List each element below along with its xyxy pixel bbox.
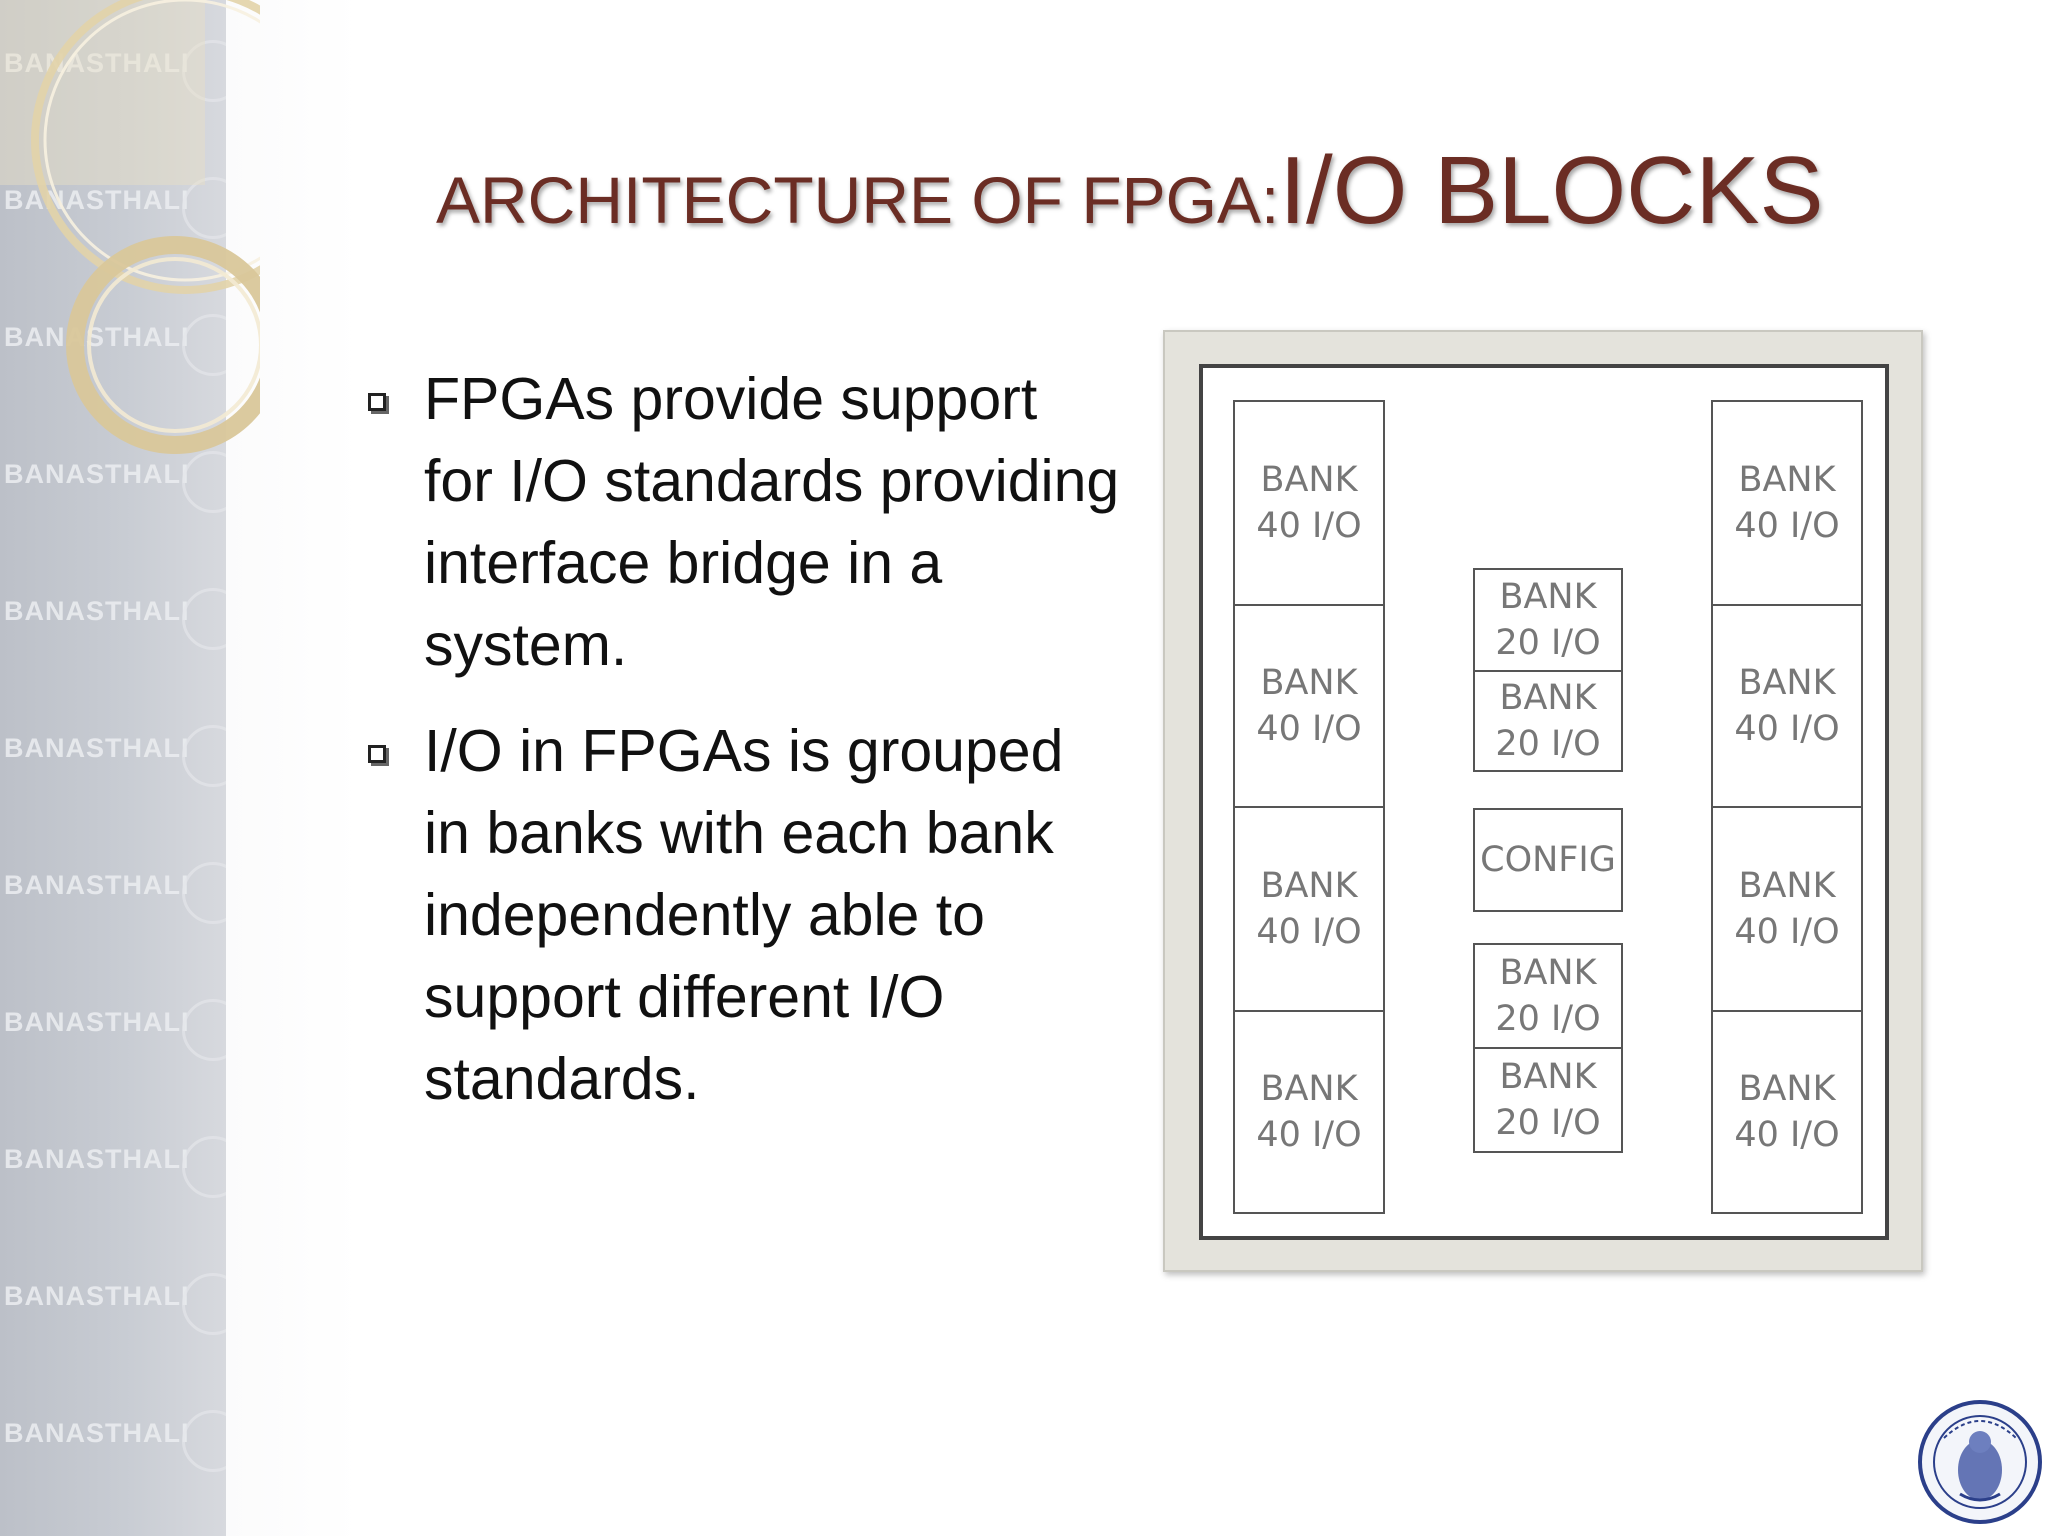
center-bank-3: BANK 20 I/O bbox=[1473, 943, 1623, 1049]
left-bank-4: BANK 40 I/O bbox=[1233, 1010, 1385, 1214]
watermark-text: BANASTHALI bbox=[4, 596, 190, 626]
bank-io-count: 20 I/O bbox=[1495, 1103, 1601, 1143]
watermark-seal-icon bbox=[182, 314, 226, 376]
watermark-row: BANASTHALI bbox=[0, 30, 226, 110]
left-bank-3: BANK 40 I/O bbox=[1233, 806, 1385, 1012]
gold-rings-decoration bbox=[0, 0, 260, 454]
bank-name: BANK bbox=[1260, 1069, 1358, 1109]
watermark-text: BANASTHALI bbox=[4, 185, 190, 215]
bank-io-count: 20 I/O bbox=[1495, 623, 1601, 663]
watermark-text: BANASTHALI bbox=[4, 1281, 190, 1311]
bullet-text: FPGAs provide support for I/O standards … bbox=[424, 366, 1120, 678]
bank-io-count: 20 I/O bbox=[1495, 999, 1601, 1039]
bank-io-count: 40 I/O bbox=[1734, 506, 1840, 546]
watermark-row: BANASTHALI bbox=[0, 1400, 226, 1480]
bullet-item: FPGAs provide support for I/O standards … bbox=[360, 358, 1120, 686]
watermark-row: BANASTHALI bbox=[0, 1263, 226, 1343]
watermark-row: BANASTHALI bbox=[0, 715, 226, 795]
bank-io-count: 40 I/O bbox=[1256, 506, 1362, 546]
watermark-seal-icon bbox=[182, 1273, 226, 1335]
bank-io-count: 40 I/O bbox=[1734, 1115, 1840, 1155]
bullet-text: I/O in FPGAs is grouped in banks with ea… bbox=[424, 718, 1064, 1112]
watermark-row: BANASTHALI bbox=[0, 1126, 226, 1206]
watermark-row: BANASTHALI bbox=[0, 441, 226, 521]
watermark-text: BANASTHALI bbox=[4, 48, 190, 78]
watermark-row: BANASTHALI bbox=[0, 578, 226, 658]
config-label: CONFIG bbox=[1480, 840, 1616, 880]
right-bank-1: BANK 40 I/O bbox=[1711, 400, 1863, 606]
watermark-text: BANASTHALI bbox=[4, 322, 190, 352]
bank-io-count: 40 I/O bbox=[1734, 709, 1840, 749]
slide-title: ARCHITECTURE OF FPGA:I/O BLOCKS bbox=[436, 136, 1996, 246]
watermark-seal-icon bbox=[182, 725, 226, 787]
title-main: I/O BLOCKS bbox=[1279, 137, 1824, 244]
watermark-seal-icon bbox=[182, 1410, 226, 1472]
center-bank-1: BANK 20 I/O bbox=[1473, 568, 1623, 672]
bank-name: BANK bbox=[1738, 866, 1836, 906]
watermark-row: BANASTHALI bbox=[0, 989, 226, 1069]
left-bank-1: BANK 40 I/O bbox=[1233, 400, 1385, 606]
watermark-seal-icon bbox=[182, 588, 226, 650]
watermark-row: BANASTHALI bbox=[0, 304, 226, 384]
bank-name: BANK bbox=[1499, 678, 1597, 718]
center-bank-4: BANK 20 I/O bbox=[1473, 1047, 1623, 1153]
bank-io-count: 40 I/O bbox=[1734, 912, 1840, 952]
watermark-text: BANASTHALI bbox=[4, 733, 190, 763]
bank-name: BANK bbox=[1499, 953, 1597, 993]
bank-name: BANK bbox=[1499, 577, 1597, 617]
bank-io-count: 40 I/O bbox=[1256, 1115, 1362, 1155]
square-bullet-icon bbox=[368, 393, 386, 411]
bank-io-count: 20 I/O bbox=[1495, 724, 1601, 764]
center-bank-2: BANK 20 I/O bbox=[1473, 670, 1623, 772]
watermark-seal-icon bbox=[182, 451, 226, 513]
bank-name: BANK bbox=[1738, 460, 1836, 500]
left-bank-2: BANK 40 I/O bbox=[1233, 604, 1385, 808]
bank-name: BANK bbox=[1499, 1057, 1597, 1097]
watermark-text: BANASTHALI bbox=[4, 870, 190, 900]
bank-name: BANK bbox=[1260, 866, 1358, 906]
right-bank-3: BANK 40 I/O bbox=[1711, 806, 1863, 1012]
right-bank-4: BANK 40 I/O bbox=[1711, 1010, 1863, 1214]
watermark-seal-icon bbox=[182, 862, 226, 924]
bank-io-count: 40 I/O bbox=[1256, 912, 1362, 952]
watermark-seal-icon bbox=[182, 999, 226, 1061]
bank-name: BANK bbox=[1738, 663, 1836, 703]
io-bank-diagram: BANK 40 I/O BANK 40 I/O BANK 40 I/O BANK 40 … bbox=[1163, 330, 1923, 1272]
bank-name: BANK bbox=[1738, 1069, 1836, 1109]
config-block: CONFIG bbox=[1473, 808, 1623, 912]
watermark-text: BANASTHALI bbox=[4, 1418, 190, 1448]
watermark-row: BANASTHALI bbox=[0, 852, 226, 932]
university-seal-logo bbox=[1918, 1400, 2042, 1524]
bullet-list: FPGAs provide support for I/O standards … bbox=[360, 358, 1120, 1144]
square-bullet-icon bbox=[368, 745, 386, 763]
watermark-seal-icon bbox=[182, 177, 226, 239]
bullet-item: I/O in FPGAs is grouped in banks with ea… bbox=[360, 710, 1120, 1120]
fpga-die-outline: BANK 40 I/O BANK 40 I/O BANK 40 I/O BANK 40 … bbox=[1199, 364, 1889, 1240]
watermark-seal-icon bbox=[182, 1136, 226, 1198]
watermark-seal-icon bbox=[182, 40, 226, 102]
watermark-text: BANASTHALI bbox=[4, 1007, 190, 1037]
watermark-text: BANASTHALI bbox=[4, 459, 190, 489]
watermark-row: BANASTHALI bbox=[0, 167, 226, 247]
bank-io-count: 40 I/O bbox=[1256, 709, 1362, 749]
watermark-text: BANASTHALI bbox=[4, 1144, 190, 1174]
title-prefix: ARCHITECTURE OF FPGA: bbox=[436, 163, 1280, 237]
bank-name: BANK bbox=[1260, 460, 1358, 500]
bank-name: BANK bbox=[1260, 663, 1358, 703]
right-bank-2: BANK 40 I/O bbox=[1711, 604, 1863, 808]
